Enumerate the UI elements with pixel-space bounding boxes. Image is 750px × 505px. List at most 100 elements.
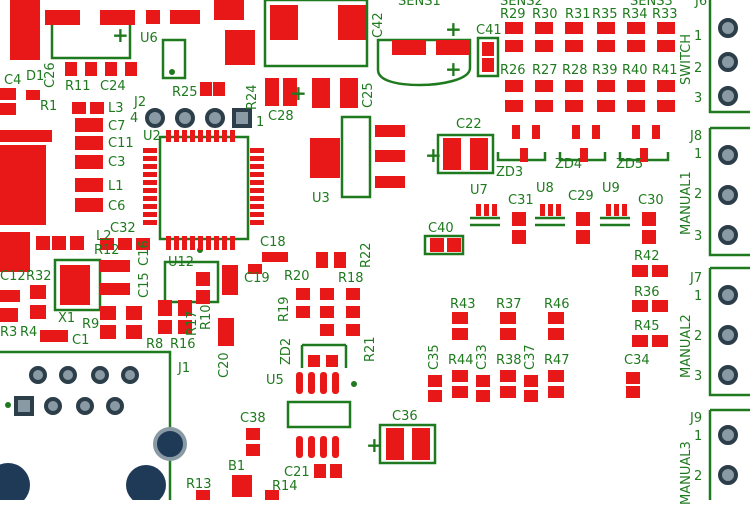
pcb-shape xyxy=(592,125,600,139)
pad xyxy=(338,5,366,40)
pad xyxy=(30,285,46,299)
pcb-shape xyxy=(565,40,583,52)
pad xyxy=(125,62,137,76)
pcb-shape xyxy=(657,22,675,34)
pad xyxy=(10,0,40,60)
label-u2: U2 xyxy=(143,129,161,144)
pad xyxy=(430,238,444,252)
label-c1: C1 xyxy=(72,333,90,348)
label-c12: C12 xyxy=(0,269,26,284)
pad xyxy=(652,265,668,277)
pcb-shape xyxy=(535,80,553,92)
label-r41: R41 xyxy=(652,63,678,78)
pad xyxy=(392,40,426,55)
pin-label: 2 xyxy=(694,329,703,344)
pcb-shape: + + + + + + xyxy=(112,17,462,457)
pcb-shape xyxy=(565,100,583,112)
pad xyxy=(447,238,461,252)
pad xyxy=(60,265,90,305)
pcb-shape xyxy=(143,164,157,169)
label-c36: C36 xyxy=(392,409,418,424)
label-r30: R30 xyxy=(532,7,558,22)
pad xyxy=(218,318,234,346)
pin-label: 2 xyxy=(694,187,703,202)
pad xyxy=(222,265,238,295)
label-r33: R33 xyxy=(652,7,678,22)
pad xyxy=(626,386,640,398)
pcb-shape xyxy=(198,236,203,250)
label-r4: R4 xyxy=(20,325,38,340)
pad xyxy=(170,10,200,24)
pcb-shape xyxy=(143,196,157,201)
pad xyxy=(100,306,116,320)
pad xyxy=(320,324,334,336)
pad xyxy=(0,145,46,225)
label-r17: R17 xyxy=(185,310,200,336)
pcb-shape xyxy=(597,22,615,34)
pcb-shape xyxy=(565,80,583,92)
pad xyxy=(0,130,52,142)
label-r25: R25 xyxy=(172,85,198,100)
label-c31: C31 xyxy=(508,193,534,208)
label-sens1: SENS1 xyxy=(398,0,441,9)
pcb-shape xyxy=(657,80,675,92)
label-c3: C3 xyxy=(108,155,126,170)
pad xyxy=(0,232,30,272)
pad xyxy=(556,204,561,216)
c41-outline xyxy=(476,36,500,78)
pad xyxy=(470,138,488,170)
via xyxy=(718,425,738,445)
pad xyxy=(626,372,640,384)
pcb-shape xyxy=(597,100,615,112)
label-r37: R37 xyxy=(496,297,522,312)
pcb-shape xyxy=(143,204,157,209)
label-manual1: MANUAL1 xyxy=(679,171,694,235)
pin-label: 1 xyxy=(694,147,703,162)
label-l1: L1 xyxy=(108,179,124,194)
pad xyxy=(500,370,516,382)
c36-outline xyxy=(378,423,437,465)
pad xyxy=(332,372,339,394)
label-c28: C28 xyxy=(268,109,294,124)
pad xyxy=(524,375,538,387)
via-square xyxy=(14,396,34,416)
via xyxy=(718,145,738,165)
pad xyxy=(452,370,468,382)
pin-label: 1 xyxy=(694,289,703,304)
mount-hole xyxy=(153,427,187,461)
label-c21: C21 xyxy=(284,465,310,480)
pcb-shape xyxy=(250,188,264,193)
label-c22: C22 xyxy=(456,117,482,132)
u9-outline xyxy=(600,216,630,227)
pad xyxy=(296,306,310,318)
pcb-shape xyxy=(143,212,157,217)
via xyxy=(718,18,738,38)
c25-outline xyxy=(263,0,369,68)
via xyxy=(121,366,139,384)
pad xyxy=(100,238,114,250)
pad xyxy=(642,230,656,244)
pad xyxy=(492,204,497,216)
pcb-shape xyxy=(5,18,738,485)
pad xyxy=(0,88,16,100)
label-r42: R42 xyxy=(634,249,660,264)
pcb-shape xyxy=(505,100,523,112)
pad xyxy=(622,204,627,216)
label-r36: R36 xyxy=(634,285,660,300)
pad xyxy=(196,490,210,500)
pad xyxy=(72,102,86,114)
via xyxy=(718,365,738,385)
pad xyxy=(632,265,648,277)
pcb-shape xyxy=(250,148,264,153)
pad xyxy=(308,372,315,394)
pad xyxy=(75,198,103,212)
label-c11: C11 xyxy=(108,136,134,151)
pad xyxy=(500,386,516,398)
u8-outline xyxy=(535,216,565,227)
pcb-shape xyxy=(166,130,171,142)
pad xyxy=(375,125,405,137)
pad xyxy=(428,390,442,402)
label-r13: R13 xyxy=(186,477,212,492)
pcb-shape xyxy=(143,188,157,193)
via xyxy=(205,108,225,128)
